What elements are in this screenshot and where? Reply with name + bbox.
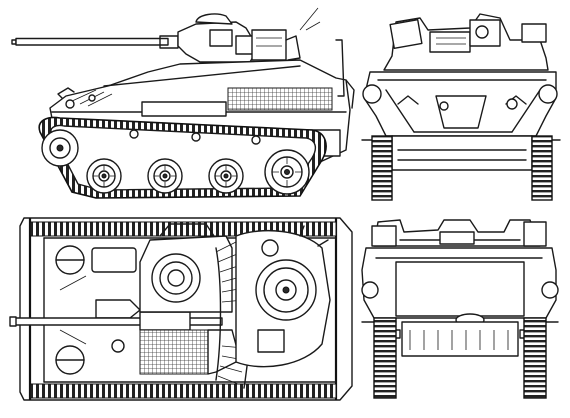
front-left-track bbox=[371, 135, 393, 201]
front-hull bbox=[361, 71, 561, 171]
rear-turret bbox=[371, 219, 547, 247]
drive-sprocket bbox=[41, 129, 79, 167]
rear-hull bbox=[361, 247, 559, 357]
turret bbox=[177, 7, 321, 63]
front-turret bbox=[383, 13, 549, 71]
road-wheel-3 bbox=[208, 158, 244, 194]
return-roller bbox=[251, 135, 261, 145]
return-roller bbox=[129, 129, 139, 139]
front-view bbox=[361, 13, 561, 201]
front-right-track bbox=[531, 135, 553, 201]
rear-left-track bbox=[373, 317, 397, 399]
top-commander-cupola bbox=[235, 225, 331, 368]
road-wheel-1 bbox=[86, 158, 122, 194]
gun-barrel bbox=[11, 35, 179, 49]
road-wheel-2 bbox=[147, 158, 183, 194]
rear-view bbox=[361, 219, 559, 399]
top-track-right bbox=[29, 383, 337, 399]
top-turret bbox=[139, 223, 241, 375]
side-view bbox=[11, 7, 355, 199]
road-wheel-4 bbox=[264, 149, 310, 195]
rear-right-track bbox=[523, 317, 547, 399]
return-roller bbox=[191, 132, 201, 142]
top-hatches bbox=[55, 245, 141, 375]
top-view bbox=[9, 217, 353, 401]
